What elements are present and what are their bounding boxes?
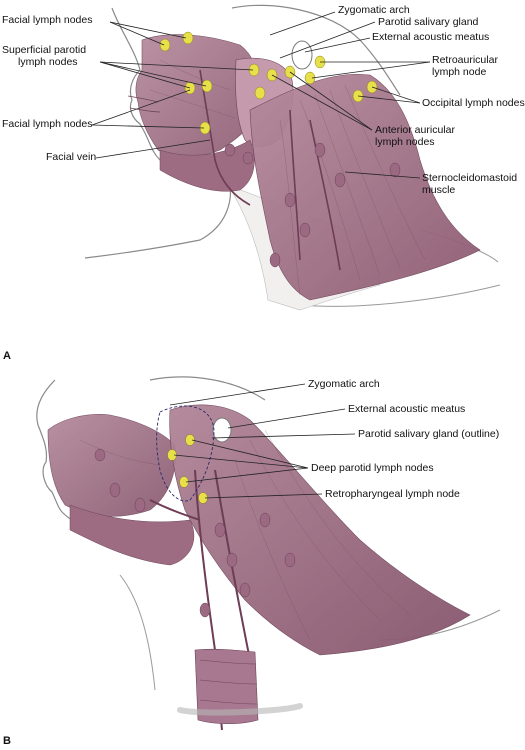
ear-a [291, 40, 313, 70]
back-head-outline-a [231, 4, 401, 96]
trachea-b [194, 648, 259, 725]
label-scm-line2: muscle [422, 184, 456, 196]
label-facial-lymph-nodes-top: Facial lymph nodes [2, 14, 93, 26]
neck-muscles-a [249, 73, 481, 301]
label-facial-lymph-nodes-mid: Facial lymph nodes [2, 118, 93, 130]
node-facial-2 [182, 31, 194, 45]
neck-muscles-b [169, 404, 471, 656]
label-retroauricular-line2: lymph node [432, 66, 487, 78]
panel-a-artwork [84, 4, 501, 311]
panel-letter-b: B [3, 735, 11, 747]
label-external-meatus-a: External acoustic meatus [372, 31, 490, 43]
label-superficial-parotid-line2: lymph nodes [18, 56, 78, 68]
label-scm-line1: Sternocleidomastoid [422, 172, 518, 184]
node-parotid-3 [254, 86, 266, 100]
lower-jaw-b [69, 504, 195, 566]
label-facial-vein: Facial vein [46, 151, 97, 163]
back-head-outline-b [149, 376, 266, 401]
label-retropharyngeal: Retropharyngeal lymph node [325, 488, 460, 500]
facial-muscles-b [47, 414, 176, 517]
label-external-meatus-b: External acoustic meatus [348, 403, 466, 415]
label-zygomatic-arch-b: Zygomatic arch [308, 378, 380, 390]
label-parotid-outline-b: Parotid salivary gland (outline) [358, 428, 500, 440]
label-superficial-parotid-line1: Superficial parotid [2, 44, 87, 56]
node-deep-parotid-1 [185, 434, 195, 446]
panel-b-artwork [36, 376, 501, 731]
ear-b [212, 417, 232, 443]
label-retroauricular-line1: Retroauricular [432, 54, 498, 66]
node-facial-1 [159, 38, 171, 52]
node-facial-4 [201, 79, 213, 93]
node-retroauricular-2 [304, 71, 316, 85]
label-occipital-nodes: Occipital lymph nodes [422, 97, 525, 109]
label-zygomatic-arch-a: Zygomatic arch [338, 4, 410, 16]
label-anterior-auricular-line1: Anterior auricular [375, 124, 455, 136]
label-deep-parotid: Deep parotid lymph nodes [311, 462, 434, 474]
parotid-outline-b [156, 405, 215, 502]
label-parotid-gland-a: Parotid salivary gland [378, 16, 479, 28]
head-outline-a [84, 7, 232, 259]
panel-letter-a: A [3, 350, 11, 362]
label-anterior-auricular-line2: lymph nodes [375, 136, 435, 148]
